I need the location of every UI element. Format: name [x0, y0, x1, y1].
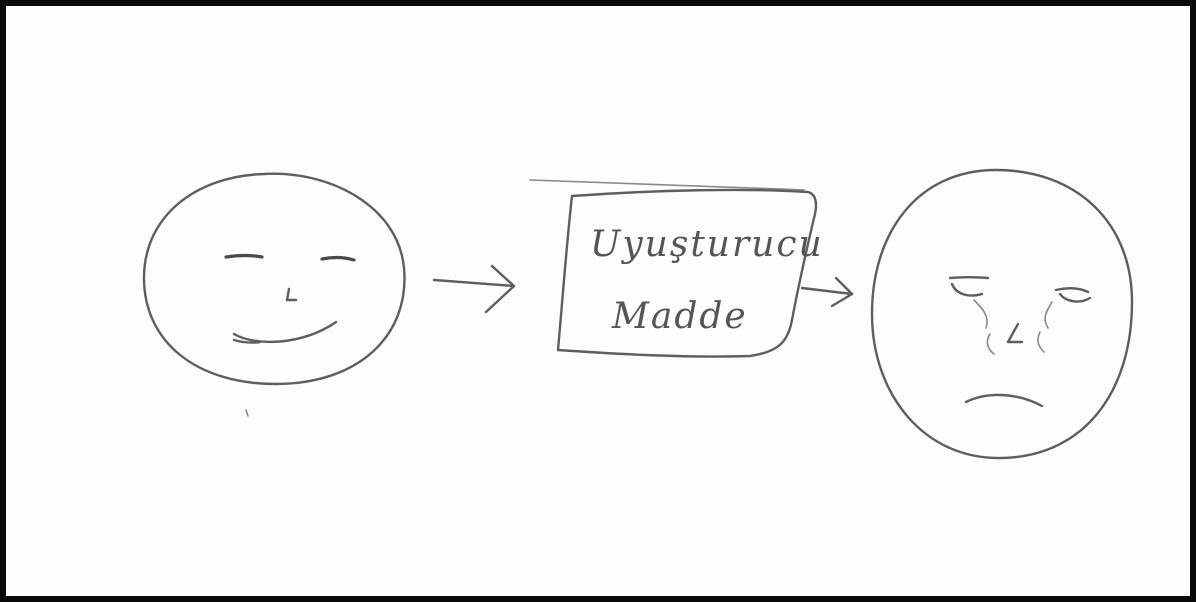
happy-right-eye	[320, 256, 356, 262]
arrow-shaft	[432, 278, 516, 288]
sad-right-eye	[1058, 292, 1092, 303]
arrow-head	[484, 264, 516, 314]
happy-face-outline	[142, 172, 406, 386]
sad-face	[870, 168, 1134, 460]
sad-nose	[1006, 322, 1024, 344]
flow-sketch: Uyuşturucu Madde	[142, 168, 1134, 460]
happy-nose	[285, 287, 298, 302]
left-tear-icon	[973, 299, 995, 355]
sad-face-outline	[870, 168, 1134, 460]
happy-smile-tail	[232, 338, 262, 344]
arrow2-head	[830, 276, 854, 308]
box-outline	[556, 188, 818, 358]
right-tear-icon	[1037, 301, 1053, 353]
sad-left-eye	[950, 282, 984, 297]
arrow-to-sad-face	[800, 276, 854, 308]
happy-smile	[232, 320, 338, 343]
stray-mark	[245, 409, 249, 417]
arrow-to-box	[432, 264, 516, 314]
box-text-line2: Madde	[611, 296, 748, 337]
happy-face	[142, 172, 406, 386]
sad-left-eye-lid	[948, 276, 990, 280]
sad-frown	[964, 393, 1044, 408]
substance-box: Uyuşturucu Madde	[529, 179, 824, 358]
box-text-line1: Uyuşturucu	[590, 224, 824, 265]
sad-right-eye-lid	[1054, 287, 1090, 294]
happy-left-eye	[224, 253, 264, 259]
box-top-overhang	[529, 179, 805, 191]
arrow2-shaft	[800, 286, 854, 296]
